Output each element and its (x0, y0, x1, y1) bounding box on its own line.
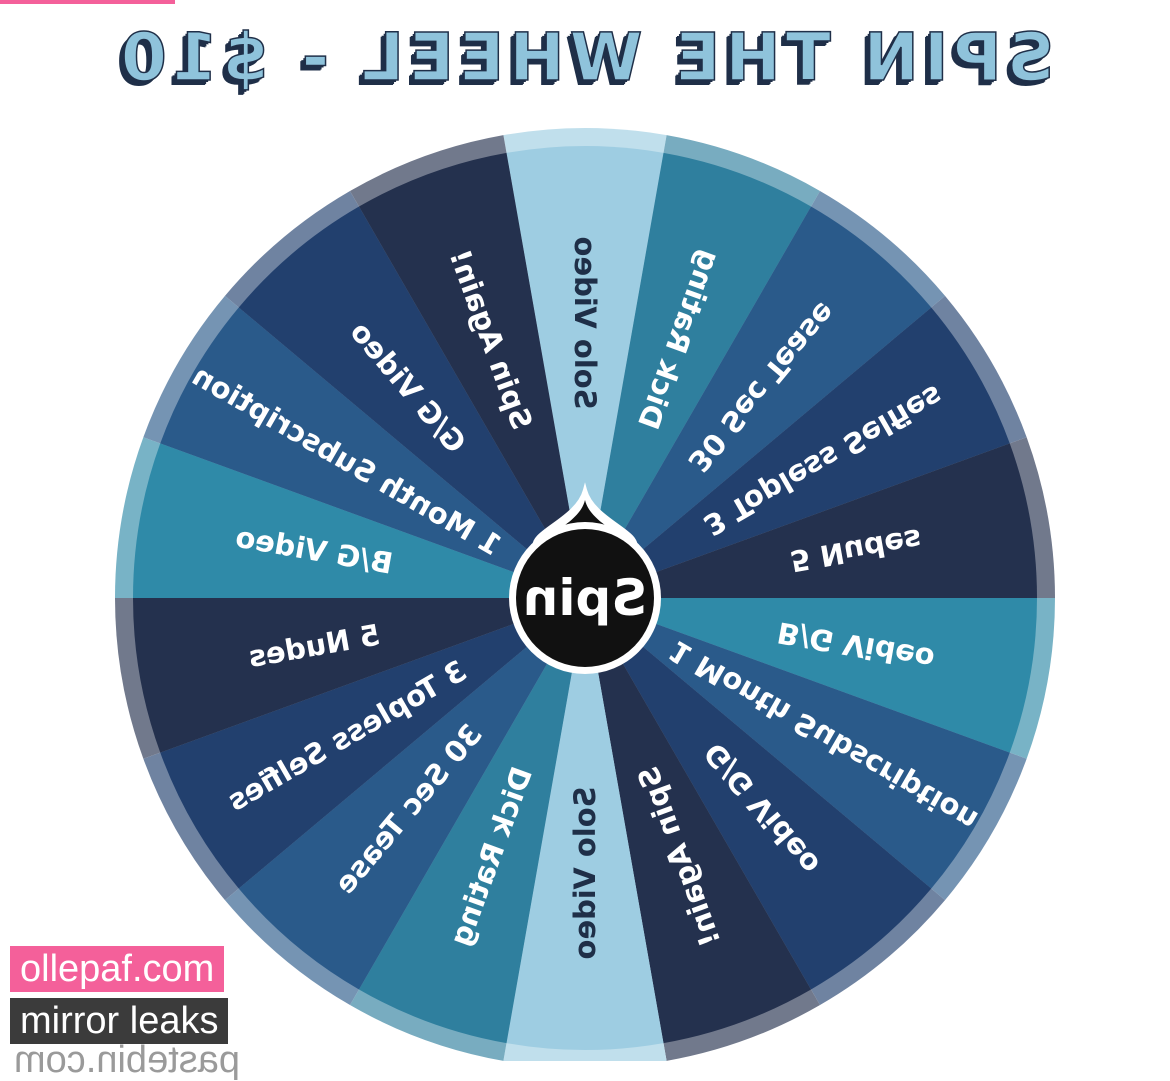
spin-button[interactable]: Spin (509, 482, 661, 674)
wheel-segment[interactable] (506, 598, 664, 1050)
watermark-footer: pastebin.com (14, 1039, 241, 1081)
wheel-segment[interactable] (585, 443, 1037, 598)
spin-button-label: Spin (523, 569, 648, 627)
watermark-site-badge: ollepaf.com (10, 946, 225, 992)
wheel-segment[interactable] (359, 152, 585, 599)
wheel-segment[interactable] (585, 598, 1010, 889)
wheel-segment[interactable] (238, 598, 585, 990)
wheel-segment[interactable] (585, 152, 811, 599)
top-pink-strip (0, 0, 175, 4)
wheel-segments (133, 146, 1037, 1050)
wheel-segment-label: Solo Video (568, 787, 602, 960)
wheel-segment[interactable] (506, 146, 664, 598)
wheel-segment[interactable] (585, 307, 1010, 598)
wheel-segment[interactable] (359, 598, 585, 1044)
wheel-segment[interactable] (133, 443, 585, 598)
wheel-segment[interactable] (585, 206, 932, 598)
spin-button-face (516, 529, 654, 667)
wheel-segment[interactable] (585, 598, 1037, 753)
watermark-tagline-badge: mirror leaks (10, 998, 229, 1044)
wheel-segment[interactable] (160, 598, 585, 889)
wheel-segment[interactable] (585, 598, 932, 990)
wheel-segment[interactable] (160, 307, 585, 598)
wheel-segment[interactable] (585, 598, 811, 1044)
wheel-segment[interactable] (133, 598, 585, 753)
wheel-segment[interactable] (238, 206, 585, 598)
wheel-segment-label: Solo Video (568, 237, 602, 410)
